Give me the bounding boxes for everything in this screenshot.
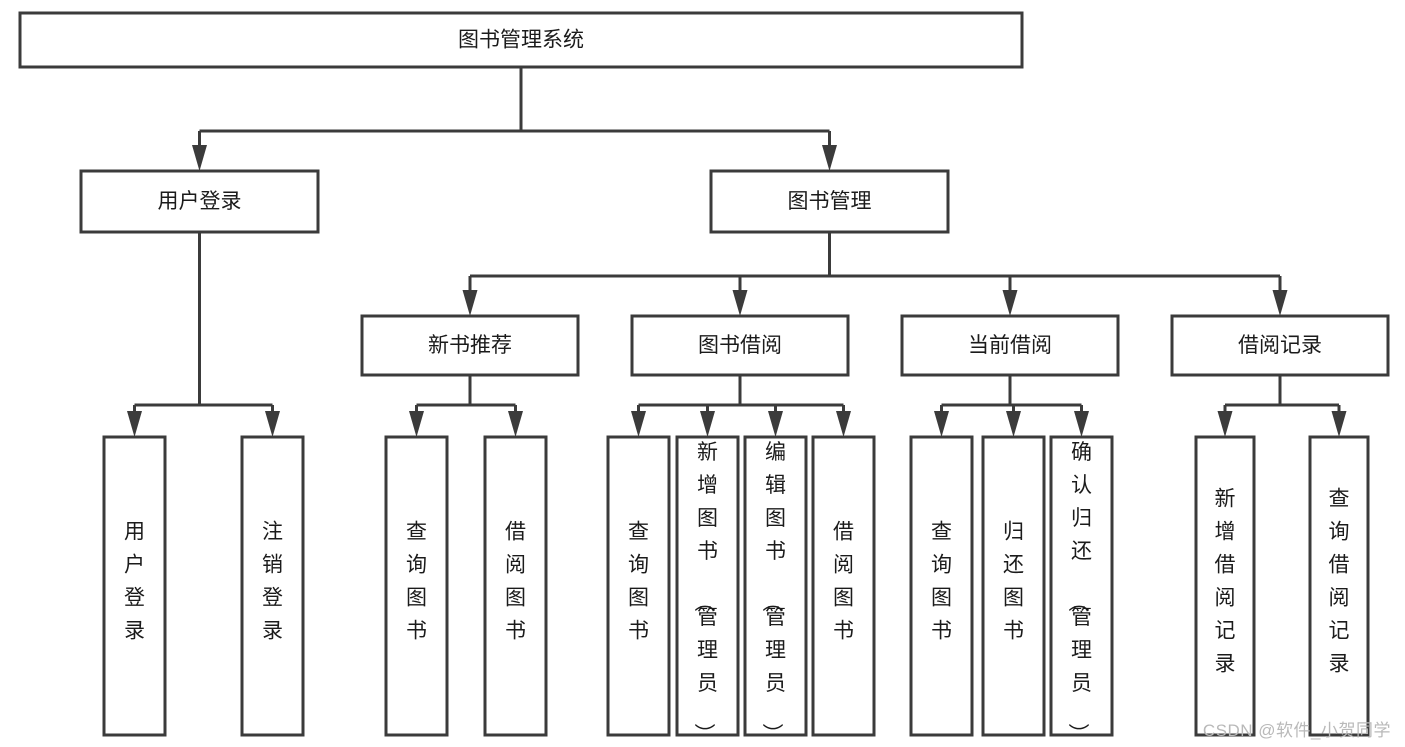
node-label: 归还图书 (1003, 521, 1024, 643)
node-box (1194, 435, 1256, 737)
node-label: 查询图书 (931, 521, 952, 643)
node-box (483, 435, 548, 737)
node-leaf-return-book[interactable]: 归还图书 (981, 435, 1046, 737)
node-label: 借阅图书 (833, 521, 854, 643)
node-label: 确认归还（管理员） (1066, 441, 1092, 744)
node-label: 图书管理系统 (458, 29, 584, 52)
edges-layer (127, 67, 1347, 437)
node-new-book-rec[interactable]: 新书推荐 (360, 314, 580, 377)
node-label: 当前借阅 (968, 334, 1052, 357)
node-box (384, 435, 449, 737)
node-user-login[interactable]: 用户登录 (79, 169, 320, 234)
node-leaf-query-book-3[interactable]: 查询图书 (909, 435, 974, 737)
node-leaf-query-book-2[interactable]: 查询图书 (606, 435, 671, 737)
edge-group-new-book-rec (409, 375, 523, 437)
node-book-borrow[interactable]: 图书借阅 (630, 314, 850, 377)
node-label: 用户登录 (158, 190, 242, 213)
node-label: 查询图书 (628, 521, 649, 643)
edge-group-current-borrow (934, 375, 1089, 437)
node-leaf-query-record[interactable]: 查询借阅记录 (1308, 435, 1370, 737)
node-label: 借阅记录 (1238, 334, 1322, 357)
node-box (1049, 435, 1114, 737)
edge-group-book-manage (462, 232, 1288, 316)
node-label: 新增图书（管理员） (692, 441, 718, 744)
arrow-head-icon (508, 411, 523, 437)
node-box (1170, 314, 1390, 377)
node-leaf-borrow-book-2[interactable]: 借阅图书 (811, 435, 876, 737)
arrow-head-icon (1272, 290, 1288, 316)
node-box (630, 314, 850, 377)
arrow-head-icon (700, 411, 715, 437)
arrow-head-icon (768, 411, 783, 437)
edge-group-user-login (127, 232, 280, 437)
arrow-head-icon (631, 411, 646, 437)
arrow-head-icon (934, 411, 949, 437)
arrow-head-icon (1002, 290, 1018, 316)
node-box (240, 435, 305, 737)
node-borrow-record[interactable]: 借阅记录 (1170, 314, 1390, 377)
node-label: 查询图书 (406, 521, 427, 643)
node-box (18, 11, 1024, 69)
node-label: 注销登录 (262, 521, 283, 643)
node-root[interactable]: 图书管理系统 (18, 11, 1024, 69)
arrow-head-icon (462, 290, 478, 316)
node-label: 查询借阅记录 (1329, 488, 1350, 676)
node-leaf-query-book-1[interactable]: 查询图书 (384, 435, 449, 737)
node-leaf-edit-book[interactable]: 编辑图书（管理员） (743, 435, 808, 744)
node-label: 借阅图书 (505, 521, 526, 643)
arrow-head-icon (1074, 411, 1089, 437)
node-box (709, 169, 950, 234)
node-label: 新增借阅记录 (1215, 488, 1236, 676)
node-leaf-add-record[interactable]: 新增借阅记录 (1194, 435, 1256, 737)
csdn-watermark: CSDN @软件_小贺同学 (1202, 721, 1391, 740)
node-book-manage[interactable]: 图书管理 (709, 169, 950, 234)
arrow-head-icon (409, 411, 424, 437)
node-leaf-user-login[interactable]: 用户登录 (102, 435, 167, 737)
nodes-layer: 图书管理系统用户登录图书管理新书推荐图书借阅当前借阅借阅记录用户登录注销登录查询… (18, 11, 1390, 744)
node-box (360, 314, 580, 377)
node-box (1308, 435, 1370, 737)
arrow-head-icon (1331, 411, 1347, 437)
node-box (675, 435, 740, 737)
node-label: 编辑图书（管理员） (760, 441, 786, 744)
node-leaf-confirm-return[interactable]: 确认归还（管理员） (1049, 435, 1114, 744)
arrow-head-icon (732, 290, 748, 316)
arrow-head-icon (192, 145, 207, 171)
node-box (79, 169, 320, 234)
node-leaf-borrow-book-1[interactable]: 借阅图书 (483, 435, 548, 737)
arrow-head-icon (127, 411, 142, 437)
arrow-head-icon (265, 411, 280, 437)
node-box (811, 435, 876, 737)
node-label: 图书管理 (788, 190, 872, 213)
arrow-head-icon (822, 145, 837, 171)
node-box (743, 435, 808, 737)
edge-group-root (192, 67, 837, 171)
node-leaf-logout[interactable]: 注销登录 (240, 435, 305, 737)
arrow-head-icon (836, 411, 851, 437)
node-box (909, 435, 974, 737)
arrow-head-icon (1217, 411, 1233, 437)
node-label: 用户登录 (124, 521, 145, 643)
node-box (981, 435, 1046, 737)
node-box (102, 435, 167, 737)
edge-group-borrow-record (1217, 375, 1347, 437)
node-box (900, 314, 1120, 377)
edge-group-book-borrow (631, 375, 851, 437)
arrow-head-icon (1006, 411, 1021, 437)
node-label: 图书借阅 (698, 334, 782, 357)
node-leaf-add-book[interactable]: 新增图书（管理员） (675, 435, 740, 744)
node-label: 新书推荐 (428, 334, 512, 357)
node-box (606, 435, 671, 737)
node-current-borrow[interactable]: 当前借阅 (900, 314, 1120, 377)
